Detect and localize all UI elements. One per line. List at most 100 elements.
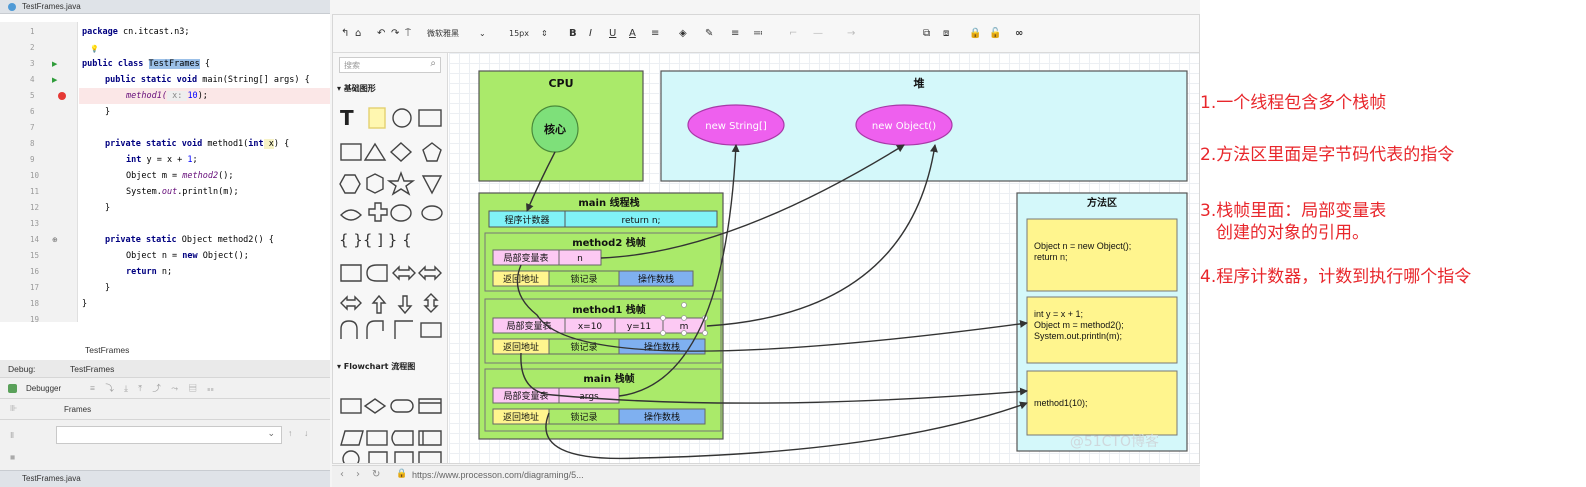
lightbulb-icon[interactable]: 💡 bbox=[90, 45, 99, 53]
align-icon[interactable]: ≡ bbox=[651, 28, 660, 39]
redo-icon[interactable]: ↷ bbox=[391, 28, 400, 39]
line-width-icon[interactable]: ≡ bbox=[731, 28, 740, 39]
code-line-4[interactable]: public static void main(String[] args) { bbox=[105, 75, 310, 85]
library-basic-header[interactable]: ▾ 基础图形 bbox=[337, 84, 376, 93]
stepper-icon[interactable]: ⇕ bbox=[541, 29, 548, 38]
pc-value: return n; bbox=[621, 216, 660, 226]
resume-icon[interactable]: ⊪ bbox=[10, 403, 18, 413]
code-line-15[interactable]: Object n = new Object(); bbox=[126, 251, 249, 261]
italic-button[interactable]: I bbox=[589, 28, 592, 39]
undo-arrow-icon[interactable]: ↰ bbox=[341, 28, 350, 39]
flowchart-shapes-palette[interactable] bbox=[337, 379, 447, 464]
debug-header: Debug: TestFrames bbox=[0, 360, 330, 378]
main-opstack-cell[interactable] bbox=[618, 408, 706, 425]
m1-opstack-cell[interactable] bbox=[618, 338, 706, 355]
frame-up-icon[interactable]: ↑ bbox=[288, 428, 293, 438]
back-icon[interactable]: ‹ bbox=[340, 469, 344, 480]
clear-format-icon[interactable]: ⍑ bbox=[405, 28, 411, 39]
debug-label: Debug: bbox=[8, 364, 36, 374]
step-controls-icon[interactable]: ≡ ⤵ ⤓ ⤒ ⤴ ⤳ ▤ ☷ bbox=[90, 383, 218, 393]
bottom-file-tab[interactable]: TestFrames.java bbox=[22, 474, 81, 483]
m2-local-vars-label: 局部变量表 bbox=[503, 252, 548, 264]
unlock-icon[interactable]: 🔓 bbox=[989, 28, 1002, 39]
url-text[interactable]: https://www.processon.com/diagraming/5..… bbox=[412, 470, 584, 480]
diagram-canvas[interactable]: CPU 核心 堆 new String[] new Object() main … bbox=[449, 53, 1200, 464]
bring-front-icon[interactable]: ⧉ bbox=[923, 28, 931, 39]
pause-icon[interactable]: Ⅱ bbox=[10, 430, 15, 440]
lock-icon[interactable]: 🔒 bbox=[969, 28, 982, 39]
m1-lock-label: 锁记录 bbox=[570, 341, 597, 353]
bold-button[interactable]: B bbox=[569, 28, 577, 39]
method-area-code-method2[interactable] bbox=[1026, 218, 1178, 292]
font-size-input[interactable]: 15px bbox=[509, 29, 529, 38]
frame-down-icon[interactable]: ↓ bbox=[304, 428, 309, 438]
code-line-18[interactable]: } bbox=[82, 299, 88, 309]
editor-breadcrumb[interactable]: TestFrames bbox=[85, 345, 130, 355]
debug-panel: Debug: TestFrames Debugger ≡ ⤵ ⤓ ⤒ ⤴ ⤳ ▤… bbox=[0, 360, 330, 487]
breakpoint-icon[interactable] bbox=[58, 92, 66, 100]
m2-lock-label: 锁记录 bbox=[570, 273, 597, 285]
font-color-button[interactable]: A bbox=[629, 28, 636, 39]
run-arrow-icon[interactable]: ▶ bbox=[52, 76, 58, 84]
ide-panel: TestFrames.java 1 2 3 4 5 6 7 8 9 10 11 … bbox=[0, 0, 330, 487]
method-area-code-method1-text: int y = x + 1; Object m = method2(); Sys… bbox=[1034, 309, 1126, 341]
link-icon[interactable]: ∞ bbox=[1015, 28, 1024, 39]
reload-icon[interactable]: ↻ bbox=[372, 469, 381, 480]
method-marker-icon: ⊕ bbox=[52, 236, 58, 244]
m1-x-label: x=10 bbox=[578, 322, 603, 332]
m1-ret-to-main-arrow bbox=[520, 352, 1028, 404]
font-family-select[interactable]: 微软雅黑 bbox=[427, 29, 459, 38]
browser-address-bar[interactable]: ‹ › ↻ 🔒 https://www.processon.com/diagra… bbox=[332, 465, 1200, 487]
m1-local-vars-label: 局部变量表 bbox=[506, 320, 551, 332]
jvm-memory-diagram[interactable]: CPU 核心 堆 new String[] new Object() main … bbox=[449, 53, 1200, 464]
code-line-16[interactable]: return n; bbox=[126, 267, 173, 277]
line-number: 18 bbox=[30, 299, 40, 308]
method-area-code-method1[interactable] bbox=[1026, 296, 1178, 364]
m2-opstack-cell[interactable] bbox=[618, 270, 694, 287]
code-line-9[interactable]: int y = x + 1; bbox=[126, 155, 198, 165]
line-end-icon[interactable]: → bbox=[847, 28, 856, 39]
shape-search-input[interactable]: 搜索 ⌕ bbox=[339, 57, 441, 73]
basic-shapes-palette[interactable]: T { }{ ] } { bbox=[337, 103, 447, 303]
selection-handles[interactable] bbox=[660, 302, 708, 336]
code-line-10[interactable]: Object m = method2(); bbox=[126, 171, 234, 181]
line-start-icon[interactable]: — bbox=[813, 28, 823, 39]
debug-bug-icon bbox=[8, 384, 17, 393]
code-line-17[interactable]: } bbox=[105, 283, 111, 293]
editor-file-tab[interactable]: TestFrames.java bbox=[22, 2, 81, 11]
debugger-tab[interactable]: Debugger bbox=[26, 384, 62, 393]
debug-session-tab[interactable]: TestFrames bbox=[70, 364, 115, 374]
shape-search-placeholder: 搜索 bbox=[344, 61, 360, 70]
library-flowchart-header[interactable]: ▾ Flowchart 流程图 bbox=[337, 362, 416, 371]
code-line-8[interactable]: private static void method1(int x) { bbox=[105, 139, 290, 149]
heap-title: 堆 bbox=[914, 76, 925, 90]
forward-icon[interactable]: › bbox=[356, 469, 360, 480]
underline-button[interactable]: U bbox=[609, 28, 617, 39]
connector-type-icon[interactable]: ⌐ bbox=[789, 28, 798, 39]
code-line-14[interactable]: private static Object method2() { bbox=[105, 235, 274, 245]
line-number: 3 bbox=[30, 59, 35, 68]
code-line-3[interactable]: public class TestFrames { bbox=[82, 59, 210, 69]
debugger-toolbar: Debugger ≡ ⤵ ⤓ ⤒ ⤴ ⤳ ▤ ☷ bbox=[0, 379, 330, 399]
send-back-icon[interactable]: ⧈ bbox=[943, 28, 950, 39]
code-line-5[interactable]: method1( x: 10); bbox=[126, 91, 208, 101]
code-line-11[interactable]: System.out.println(m); bbox=[126, 187, 239, 197]
format-paint-icon[interactable]: ⌂ bbox=[355, 28, 362, 39]
fill-color-icon[interactable]: ◈ bbox=[679, 28, 687, 39]
method-area-title: 方法区 bbox=[1087, 196, 1117, 209]
code-line-1[interactable]: package cn.itcast.n3; bbox=[82, 27, 190, 37]
arrow-shapes-palette[interactable] bbox=[337, 291, 447, 351]
thread-select[interactable]: ⌄ bbox=[56, 426, 282, 444]
pc-value-cell[interactable] bbox=[564, 210, 718, 228]
undo-icon[interactable]: ↶ bbox=[377, 28, 386, 39]
stop-icon[interactable]: ■ bbox=[10, 452, 16, 462]
code-line-6[interactable]: } bbox=[105, 107, 111, 117]
method-area-code-main[interactable] bbox=[1026, 370, 1178, 436]
frames-label: Frames bbox=[64, 405, 92, 414]
line-color-icon[interactable]: ✎ bbox=[705, 28, 714, 39]
diagram-editor: ↰ ⌂ ↶ ↷ ⍑ 微软雅黑 ⌄ 15px ⇕ B I U A ≡ ◈ ✎ ≡ … bbox=[332, 14, 1200, 464]
method-area-code-main-text: method1(10); bbox=[1034, 398, 1088, 408]
run-arrow-icon[interactable]: ▶ bbox=[52, 60, 58, 68]
line-style-icon[interactable]: ≕ bbox=[753, 28, 763, 39]
code-line-12[interactable]: } bbox=[105, 203, 111, 213]
